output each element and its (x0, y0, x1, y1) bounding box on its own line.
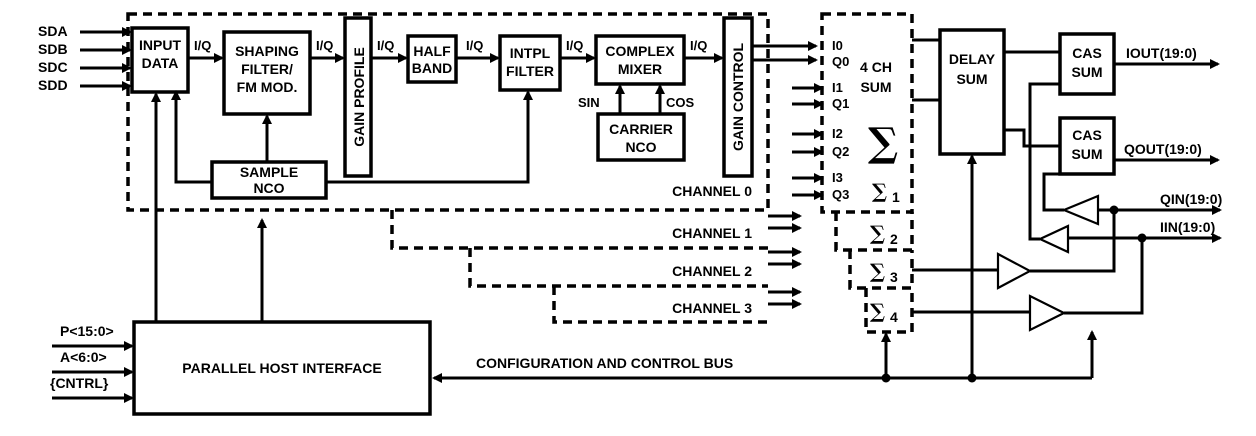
port-i2: I2 (832, 126, 843, 141)
iout-label: IOUT(19:0) (1126, 45, 1197, 61)
iin-buffer (1037, 224, 1070, 254)
qin-buffer (1061, 194, 1100, 226)
carrier-nco-line1: CARRIER (609, 121, 673, 137)
iin-label: IIN(19:0) (1160, 219, 1215, 235)
complex-mixer-block: COMPLEX MIXER (594, 34, 686, 86)
input-sdc: SDC (38, 59, 68, 75)
qout-label: QOUT(19:0) (1124, 141, 1202, 157)
svg-text:1: 1 (892, 189, 900, 205)
port-i3: I3 (832, 170, 843, 185)
complex-mixer-line1: COMPLEX (605, 43, 675, 59)
mixer-sin-label: SIN (578, 95, 600, 110)
svg-text:∑: ∑ (870, 299, 885, 323)
svg-text:3: 3 (890, 269, 898, 285)
cas-sum-top-line2: SUM (1071, 64, 1102, 80)
sum3-buffer (996, 252, 1033, 290)
cas-sum-bottom-line2: SUM (1071, 146, 1102, 162)
cas-sum-bottom-block: CAS SUM (1058, 116, 1116, 176)
iq-label-1: I/Q (194, 38, 211, 53)
shaping-filter-line2: FILTER/ (241, 61, 293, 77)
four-ch-sum-line2: SUM (860, 79, 891, 95)
svg-text:∑: ∑ (870, 259, 885, 283)
intpl-filter-line2: FILTER (506, 63, 554, 79)
input-cntrl: {CNTRL} (50, 375, 109, 391)
port-i0: I0 (832, 38, 843, 53)
intpl-filter-line1: INTPL (510, 45, 551, 61)
iq-label-4: I/Q (466, 38, 483, 53)
input-p: P<15:0> (60, 323, 114, 339)
gain-profile-block: GAIN PROFILE (343, 16, 373, 178)
channel-1-label: CHANNEL 1 (672, 225, 752, 241)
svg-text:∑: ∑ (872, 179, 887, 203)
cas-sum-bottom-line1: CAS (1072, 127, 1102, 143)
sum4-buffer (1028, 294, 1067, 332)
cas-sum-top-block: CAS SUM (1058, 32, 1116, 96)
port-i1: I1 (832, 80, 843, 95)
sample-nco-line1: SAMPLE (240, 164, 298, 180)
input-sda: SDA (38, 23, 68, 39)
cas-sum-top-line1: CAS (1072, 45, 1102, 61)
gain-control-label: GAIN CONTROL (730, 43, 746, 152)
bus-label: CONFIGURATION AND CONTROL BUS (476, 355, 733, 371)
input-sdb: SDB (38, 41, 68, 57)
mixer-cos-label: COS (666, 95, 695, 110)
iq-label-2: I/Q (316, 38, 333, 53)
shaping-filter-line3: FM MOD. (237, 79, 298, 95)
delay-sum-line1: DELAY (949, 51, 996, 67)
carrier-nco-line2: NCO (625, 139, 656, 155)
serial-inputs: SDA SDB SDC SDD (38, 23, 132, 93)
sub-sum-4: ∑ 4 (870, 299, 898, 325)
shaping-filter-block: SHAPING FILTER/ FM MOD. (222, 30, 312, 116)
sub-sum-3: ∑ 3 (870, 259, 898, 285)
gain-control-block: GAIN CONTROL (722, 16, 754, 178)
parallel-host-interface-block: PARALLEL HOST INTERFACE (132, 320, 432, 416)
port-q3: Q3 (832, 187, 849, 202)
port-q2: Q2 (832, 144, 849, 159)
intpl-filter-block: INTPL FILTER (498, 34, 562, 92)
svg-text:4: 4 (890, 309, 898, 325)
delay-sum-block: DELAY SUM (938, 28, 1006, 156)
carrier-nco-block: CARRIER NCO (596, 112, 686, 162)
input-sdd: SDD (38, 77, 68, 93)
sub-sum-1: ∑ 1 (872, 179, 900, 205)
qin-label: QIN(19:0) (1160, 191, 1222, 207)
shaping-filter-line1: SHAPING (235, 43, 299, 59)
channel-1-boundary (390, 210, 768, 250)
svg-text:2: 2 (890, 231, 898, 247)
half-band-block: HALF BAND (406, 34, 458, 84)
delay-sum-line2: SUM (956, 71, 987, 87)
sum-3-boundary (848, 250, 914, 290)
half-band-line1: HALF (413, 43, 451, 59)
host-interface-label: PARALLEL HOST INTERFACE (182, 360, 381, 376)
channel-3-label: CHANNEL 3 (672, 300, 752, 316)
input-a: A<6:0> (60, 349, 107, 365)
complex-mixer-line2: MIXER (618, 61, 662, 77)
big-sigma: ∑ (868, 119, 898, 166)
sum-2-boundary (834, 212, 914, 252)
four-ch-sum-line1: 4 CH (860, 59, 892, 75)
port-q0: Q0 (832, 54, 849, 69)
sub-sum-2: ∑ 2 (870, 221, 898, 247)
channel-0-boundary (126, 12, 770, 212)
input-data-block: INPUT DATA (130, 26, 190, 94)
half-band-line2: BAND (412, 60, 452, 76)
input-data-line1: INPUT (139, 37, 181, 53)
gain-profile-label: GAIN PROFILE (351, 47, 367, 147)
channel-3-boundary (552, 286, 768, 324)
iq-label-5: I/Q (566, 38, 583, 53)
sample-nco-block: SAMPLE NCO (210, 160, 328, 200)
input-data-line2: DATA (142, 55, 179, 71)
port-q1: Q1 (832, 96, 849, 111)
channel-2-label: CHANNEL 2 (672, 263, 752, 279)
svg-text:∑: ∑ (870, 221, 885, 245)
channel-0-label: CHANNEL 0 (672, 183, 752, 199)
iq-label-3: I/Q (377, 38, 394, 53)
channel-2-boundary (468, 248, 768, 288)
sample-nco-line2: NCO (253, 180, 284, 196)
iq-label-6: I/Q (690, 38, 707, 53)
